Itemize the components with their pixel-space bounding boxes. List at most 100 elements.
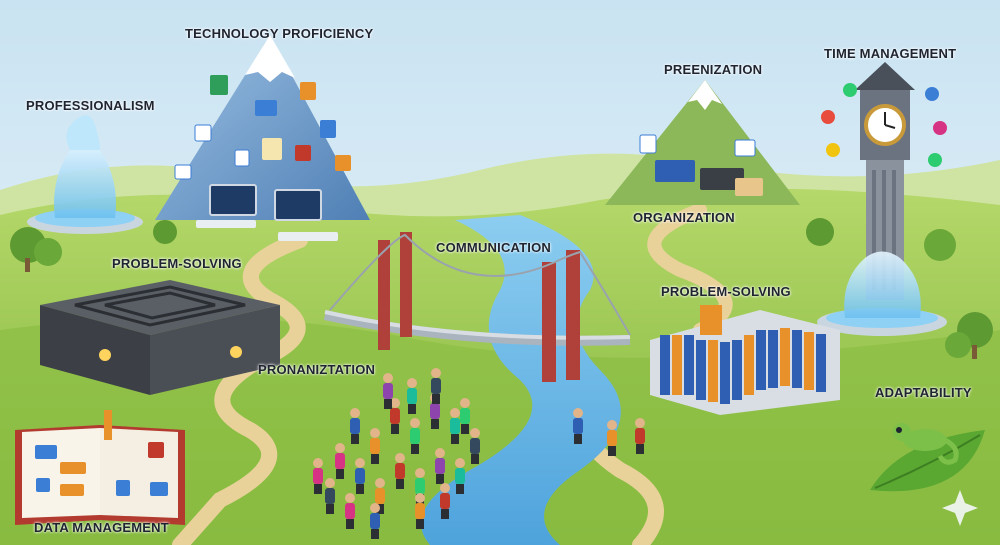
- person-head: [383, 373, 393, 383]
- person-legs: [436, 474, 444, 484]
- fountain-icon-left: [27, 115, 143, 234]
- fountain-icon-right: [817, 251, 947, 336]
- person-figure: [370, 513, 380, 529]
- label-technology-proficiency: TECHNOLOGY PROFICIENCY: [185, 26, 374, 41]
- person-legs: [376, 504, 384, 514]
- person-figure: [395, 463, 405, 479]
- people-icon: [313, 368, 645, 539]
- person-head: [635, 418, 645, 428]
- person-head: [450, 408, 460, 418]
- person-figure: [390, 408, 400, 424]
- person-legs: [346, 519, 354, 529]
- person-figure: [470, 438, 480, 454]
- sparkle-icon: [942, 490, 978, 526]
- person-head: [370, 428, 380, 438]
- label-data-management: DATA MANAGEMENT: [34, 520, 169, 535]
- label-adaptability: ADAPTABILITY: [875, 385, 972, 400]
- trees-right: [806, 218, 993, 359]
- label-problem-solving-right: PROBLEM-SOLVING: [661, 284, 791, 299]
- person-legs: [396, 479, 404, 489]
- person-figure: [345, 503, 355, 519]
- clock-tower-icon: [821, 62, 947, 300]
- person-head: [325, 478, 335, 488]
- person-legs: [351, 434, 359, 444]
- mountain-icon-organization: [605, 80, 800, 205]
- person-legs: [391, 424, 399, 434]
- person-legs: [451, 434, 459, 444]
- bridge-icon: [323, 232, 631, 382]
- person-head: [355, 458, 365, 468]
- person-figure: [410, 428, 420, 444]
- person-legs: [432, 394, 440, 404]
- person-legs: [471, 454, 479, 464]
- person-head: [390, 398, 400, 408]
- label-problem-solving-left: PROBLEM-SOLVING: [112, 256, 242, 271]
- person-legs: [384, 399, 392, 409]
- person-legs: [636, 444, 644, 454]
- person-figure: [440, 493, 450, 509]
- person-figure: [313, 468, 323, 484]
- trees-left: [10, 220, 177, 272]
- person-figure: [407, 388, 417, 404]
- person-figure: [375, 488, 385, 504]
- person-legs: [314, 484, 322, 494]
- person-head: [395, 453, 405, 463]
- person-figure: [635, 428, 645, 444]
- person-legs: [456, 484, 464, 494]
- person-figure: [431, 378, 441, 394]
- person-head: [573, 408, 583, 418]
- person-figure: [607, 430, 617, 446]
- person-legs: [431, 419, 439, 429]
- person-legs: [574, 434, 582, 444]
- person-head: [407, 378, 417, 388]
- person-figure: [450, 418, 460, 434]
- label-professionalism: PROFESSIONALISM: [26, 98, 155, 113]
- person-legs: [416, 519, 424, 529]
- person-figure: [435, 458, 445, 474]
- upper-right-path: [647, 203, 733, 337]
- person-head: [607, 420, 617, 430]
- person-figure: [455, 468, 465, 484]
- person-head: [410, 418, 420, 428]
- person-head: [455, 458, 465, 468]
- person-legs: [411, 444, 419, 454]
- person-head: [440, 483, 450, 493]
- person-head: [415, 493, 425, 503]
- person-figure: [415, 503, 425, 519]
- label-preenization: PREENIZATION: [664, 62, 763, 77]
- chameleon-icon: [870, 423, 985, 492]
- person-figure: [370, 438, 380, 454]
- person-legs: [371, 529, 379, 539]
- person-head: [370, 503, 380, 513]
- person-head: [415, 468, 425, 478]
- person-head: [335, 443, 345, 453]
- person-head: [313, 458, 323, 468]
- person-legs: [326, 504, 334, 514]
- person-figure: [335, 453, 345, 469]
- person-legs: [461, 424, 469, 434]
- person-head: [375, 478, 385, 488]
- binders-icon: [650, 305, 840, 415]
- person-head: [460, 398, 470, 408]
- person-legs: [441, 509, 449, 519]
- label-organization: ORGANIZATION: [633, 210, 735, 225]
- person-head: [470, 428, 480, 438]
- person-figure: [350, 418, 360, 434]
- person-figure: [573, 418, 583, 434]
- person-legs: [336, 469, 344, 479]
- person-figure: [325, 488, 335, 504]
- person-head: [431, 368, 441, 378]
- person-legs: [408, 404, 416, 414]
- person-figure: [355, 468, 365, 484]
- person-legs: [608, 446, 616, 456]
- book-icon: [15, 410, 185, 525]
- mountain-icon-technology: [155, 35, 370, 241]
- person-figure: [383, 383, 393, 399]
- person-head: [350, 408, 360, 418]
- maze-icon: [40, 280, 280, 395]
- person-figure: [430, 403, 440, 419]
- label-pronaniztation: PRONANIZTATION: [258, 362, 376, 377]
- person-head: [435, 448, 445, 458]
